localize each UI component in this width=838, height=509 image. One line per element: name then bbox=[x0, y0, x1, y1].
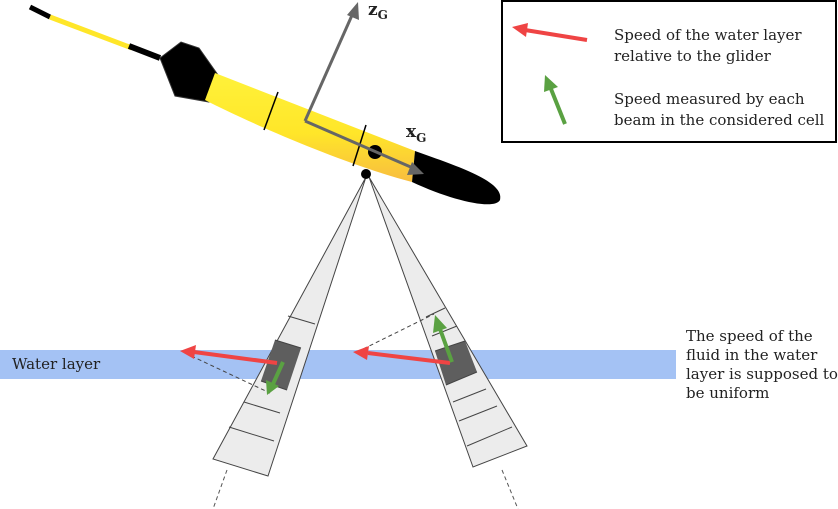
glider bbox=[28, 4, 501, 205]
left-beam-speed-arrow bbox=[266, 361, 285, 395]
right-projection-dashed-line bbox=[356, 313, 435, 353]
glider-nose bbox=[412, 151, 501, 205]
right-layer-speed-arrow bbox=[353, 346, 451, 365]
svg-text:xG: xG bbox=[406, 122, 426, 145]
note-line: fluid in the water bbox=[686, 346, 818, 364]
green-arrow-icon bbox=[544, 75, 567, 125]
legend-item2-line2: beam in the considered cell bbox=[614, 111, 825, 129]
z-axis-line bbox=[303, 12, 355, 122]
legend-item2-line1: Speed measured by each bbox=[614, 90, 805, 108]
svg-text:zG: zG bbox=[368, 0, 388, 22]
red-arrow-icon bbox=[512, 23, 588, 42]
x-axis-line bbox=[304, 119, 414, 170]
note-line: The speed of the bbox=[686, 327, 813, 345]
left-beam-dashed-extension bbox=[212, 469, 228, 509]
water-layer-label: Water layer bbox=[12, 355, 101, 373]
glider-frame-axes: zG xG bbox=[303, 0, 426, 175]
glider-antenna bbox=[49, 14, 133, 51]
glider-body bbox=[205, 73, 415, 182]
right-beam bbox=[368, 176, 528, 468]
x-axis-arrowhead bbox=[407, 162, 424, 175]
legend-item1-line2: relative to the glider bbox=[614, 47, 772, 65]
right-beam-measurement-cell bbox=[435, 341, 477, 385]
legend: Speed of the water layer relative to the… bbox=[501, 0, 837, 143]
adcp-sensor bbox=[361, 169, 371, 179]
note-line: layer is supposed to bbox=[686, 365, 838, 383]
left-layer-speed-arrow bbox=[180, 345, 278, 365]
x-axis-label: x bbox=[406, 122, 417, 142]
z-axis-arrowhead bbox=[347, 2, 359, 20]
left-beam bbox=[212, 176, 367, 477]
glider-antenna-black-tip bbox=[28, 4, 52, 20]
note-line: be uniform bbox=[686, 384, 770, 402]
x-axis-subscript: G bbox=[416, 131, 426, 145]
z-axis-label: z bbox=[368, 0, 378, 20]
right-beam-dashed-extension bbox=[501, 469, 519, 509]
left-projection-dashed-line bbox=[184, 352, 271, 394]
right-beam-speed-arrow bbox=[433, 315, 454, 363]
z-axis-subscript: G bbox=[378, 8, 388, 22]
uniform-speed-note: The speed of the fluid in the water laye… bbox=[686, 327, 838, 403]
water-layer-band bbox=[0, 350, 676, 379]
legend-item1-line1: Speed of the water layer bbox=[614, 26, 802, 44]
glider-segment-1 bbox=[263, 91, 279, 131]
legend-box bbox=[501, 0, 837, 143]
